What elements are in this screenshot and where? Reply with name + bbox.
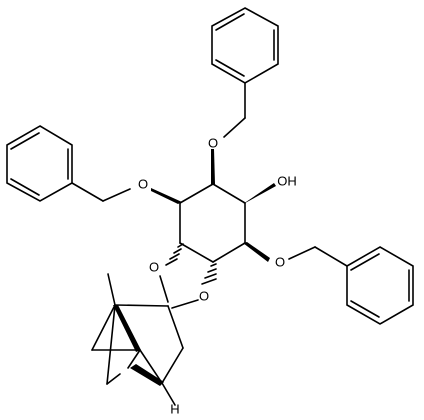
- cyclohexane-core: [179, 183, 246, 263]
- wedge-bond-bridgehead: [113, 305, 141, 352]
- atom-label-o-acetal-right: O: [199, 288, 209, 303]
- wedge-bond-c3-o-right: [243, 242, 270, 262]
- benzene-ring-top: [211, 7, 279, 84]
- benzene-ring-left: [6, 125, 73, 202]
- wedge-bond-c1-o-top: [211, 149, 215, 185]
- bond-o-spiro-left: [159, 275, 169, 303]
- wedge-bond-bridge: [130, 364, 164, 386]
- atom-label-o-acetal-left: O: [149, 259, 159, 274]
- benzene-ring-right: [346, 246, 414, 325]
- wedge-bond-c6-o-left: [151, 188, 182, 204]
- bond-benzyl-ch2-left: [71, 182, 104, 202]
- bicyclic-skeleton: [91, 273, 184, 406]
- hashed-bond-c4-o: [201, 263, 217, 285]
- bond-ch2-o-right: [288, 246, 316, 260]
- atom-label-o-top: O: [208, 135, 218, 150]
- atom-label-h-bridgehead: H: [170, 401, 179, 416]
- wedge-bond-c2-oh: [243, 183, 276, 204]
- bond-benzyl-ch2-right: [314, 246, 348, 267]
- bond-ch2-o-left: [102, 188, 131, 202]
- atom-label-oh: OH: [277, 173, 297, 188]
- atom-label-o-right: O: [275, 254, 285, 269]
- bond-o-spiro-right: [171, 299, 199, 309]
- atom-label-o-left: O: [138, 176, 148, 191]
- hashed-bond-c5-o: [165, 243, 184, 266]
- bond-ch2-o-top: [223, 117, 246, 138]
